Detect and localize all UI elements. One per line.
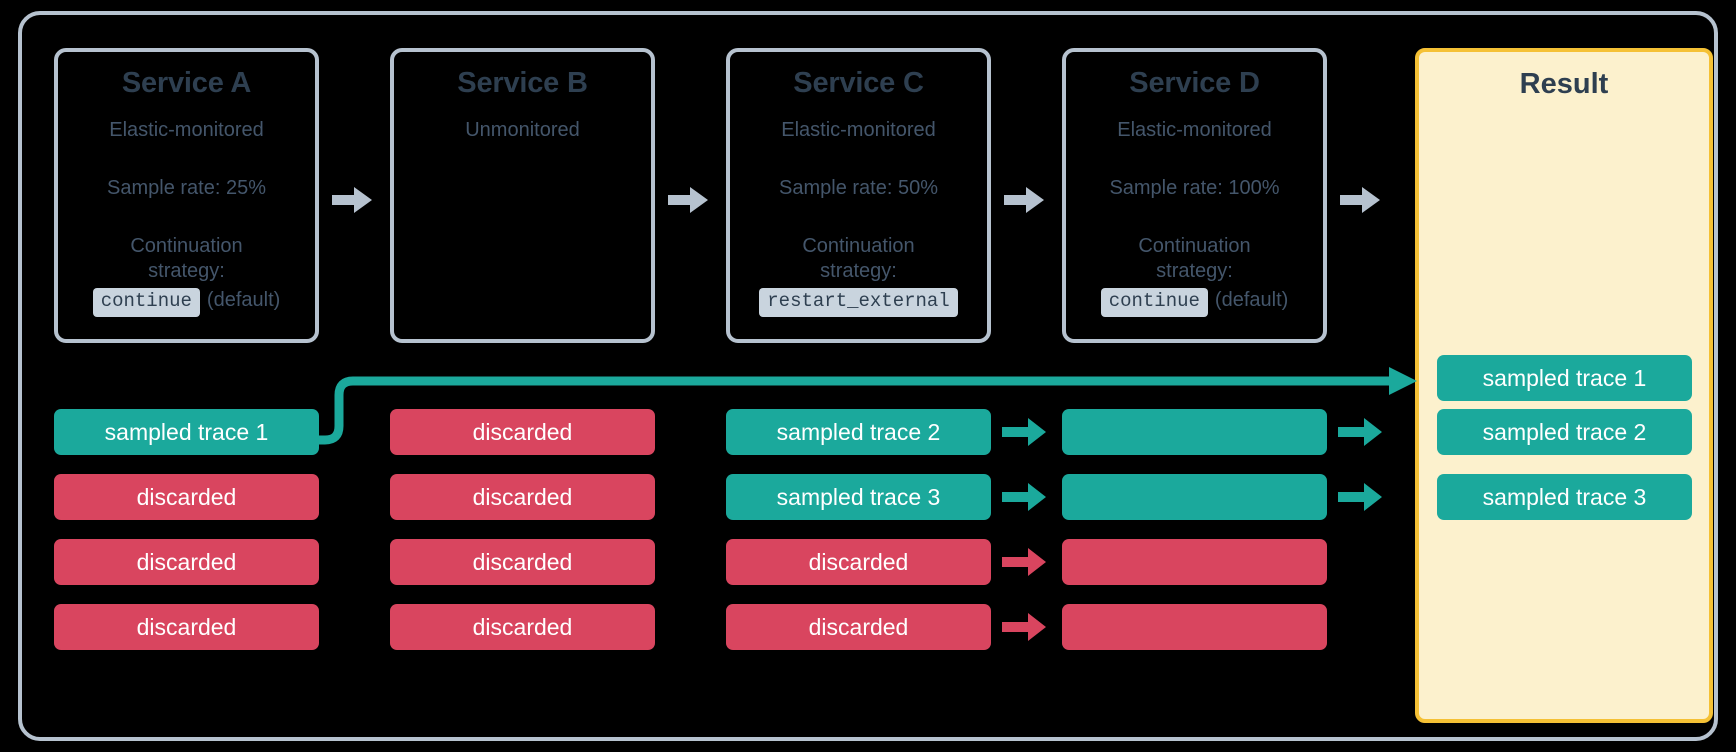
- flow-arrow-d-to-result: [1340, 187, 1380, 213]
- service-card-c-strategy-value: restart_external: [759, 287, 958, 317]
- service-card-b-title: Service B: [457, 67, 588, 99]
- trace-c-row1: sampled trace 2: [726, 409, 991, 455]
- trace-c-row1-label: sampled trace 2: [776, 418, 941, 445]
- trace-b-row4: discarded: [390, 604, 655, 650]
- trace-d-row1: [1062, 409, 1327, 455]
- trace-d-row4: [1062, 604, 1327, 650]
- service-card-c-strategy: Continuation strategy: restart_external: [759, 234, 958, 317]
- flow-arrow-b-to-c: [668, 187, 708, 213]
- trace-b-row1: discarded: [390, 409, 655, 455]
- flow-arrow-c-to-d: [1004, 187, 1044, 213]
- trace-arrow-d2-to-result: [1338, 483, 1382, 511]
- result-trace-2: sampled trace 2: [1437, 409, 1692, 455]
- trace-a-row1-label: sampled trace 1: [104, 418, 269, 445]
- trace-b-row4-label: discarded: [472, 613, 573, 640]
- service-card-d-title: Service D: [1129, 67, 1260, 99]
- result-panel-title: Result: [1519, 68, 1609, 100]
- service-card-c-strategy-label-2: strategy:: [820, 260, 897, 283]
- trace-arrow-c4-to-d4: [1002, 613, 1046, 641]
- service-card-c-strategy-label-1: Continuation: [802, 234, 915, 257]
- trace-a-row4: discarded: [54, 604, 319, 650]
- service-card-a-title: Service A: [121, 67, 252, 99]
- trace-c-row2: sampled trace 3: [726, 474, 991, 520]
- trace-d-row2: [1062, 474, 1327, 520]
- service-card-c-title: Service C: [793, 67, 924, 99]
- service-card-b-monitoring: Unmonitored: [465, 118, 580, 141]
- service-card-a-sample-rate: Sample rate: 25%: [107, 176, 266, 199]
- trace-b-row3-label: discarded: [472, 548, 573, 575]
- trace-a-row2: discarded: [54, 474, 319, 520]
- trace-a-row3: discarded: [54, 539, 319, 585]
- service-card-d: Service D Elastic-monitored Sample rate:…: [1062, 48, 1327, 343]
- trace-c-row3-label: discarded: [808, 548, 909, 575]
- service-card-a-strategy-note: (default): [206, 288, 281, 311]
- service-card-c-monitoring: Elastic-monitored: [781, 118, 936, 141]
- trace-arrow-d1-to-result: [1338, 418, 1382, 446]
- trace-c-row2-label: sampled trace 3: [776, 483, 941, 510]
- service-card-d-strategy-label-2: strategy:: [1156, 260, 1233, 283]
- trace-arrow-c3-to-d3: [1002, 548, 1046, 576]
- trace-d-row3: [1062, 539, 1327, 585]
- service-card-d-strategy-label-1: Continuation: [1138, 234, 1251, 257]
- service-card-c-sample-rate: Sample rate: 50%: [779, 176, 938, 199]
- trace-a-row4-label: discarded: [136, 613, 237, 640]
- service-card-a-monitoring: Elastic-monitored: [109, 118, 264, 141]
- service-card-a-strategy-label-1: Continuation: [130, 234, 243, 257]
- flow-arrow-a-to-b: [332, 187, 372, 213]
- service-card-b: Service B Unmonitored: [390, 48, 655, 343]
- trace-b-row1-label: discarded: [472, 418, 573, 445]
- service-card-a: Service A Elastic-monitored Sample rate:…: [54, 48, 319, 343]
- service-card-d-strategy-note: (default): [1214, 288, 1289, 311]
- connector-service-a-trace1-to-result: [305, 367, 1417, 445]
- result-trace-2-label: sampled trace 2: [1482, 418, 1647, 445]
- trace-b-row3: discarded: [390, 539, 655, 585]
- service-card-d-sample-rate: Sample rate: 100%: [1109, 176, 1280, 199]
- result-trace-1-label: sampled trace 1: [1482, 364, 1647, 391]
- diagram-container: Service A Elastic-monitored Sample rate:…: [18, 11, 1718, 741]
- trace-b-row2: discarded: [390, 474, 655, 520]
- service-card-d-monitoring: Elastic-monitored: [1117, 118, 1272, 141]
- service-card-a-strategy-label-2: strategy:: [148, 260, 225, 283]
- trace-arrow-c2-to-d2: [1002, 483, 1046, 511]
- trace-c-row4-label: discarded: [808, 613, 909, 640]
- service-card-d-strategy: Continuation strategy: continue (default…: [1100, 234, 1289, 317]
- result-trace-3: sampled trace 3: [1437, 474, 1692, 520]
- service-card-c: Service C Elastic-monitored Sample rate:…: [726, 48, 991, 343]
- trace-c-row4: discarded: [726, 604, 991, 650]
- service-card-d-strategy-value: continue: [1100, 287, 1208, 317]
- service-card-a-strategy-value: continue: [92, 287, 200, 317]
- trace-c-row3: discarded: [726, 539, 991, 585]
- result-trace-3-label: sampled trace 3: [1482, 483, 1647, 510]
- trace-b-row2-label: discarded: [472, 483, 573, 510]
- trace-a-row2-label: discarded: [136, 483, 237, 510]
- trace-a-row3-label: discarded: [136, 548, 237, 575]
- service-card-a-strategy: Continuation strategy: continue (default…: [92, 234, 281, 317]
- trace-arrow-c1-to-d1: [1002, 418, 1046, 446]
- trace-a-row1: sampled trace 1: [54, 409, 319, 455]
- result-trace-1: sampled trace 1: [1437, 355, 1692, 401]
